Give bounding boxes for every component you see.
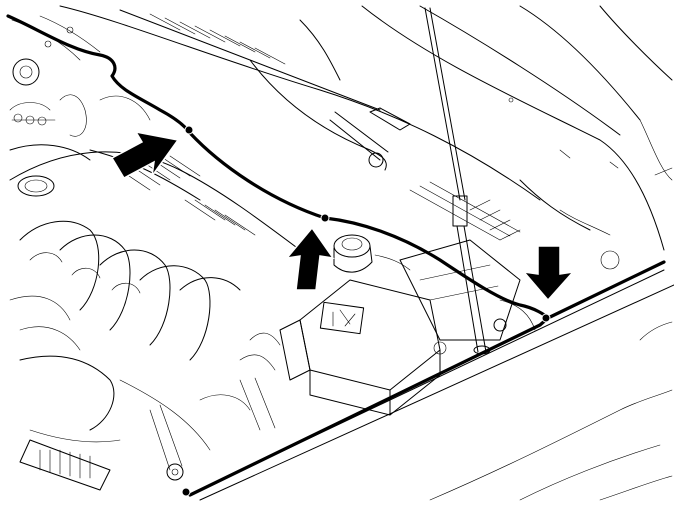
clip-1 (184, 125, 194, 135)
arrow-1 (110, 130, 180, 179)
clip-markers (181, 125, 551, 497)
clip-3 (541, 313, 551, 323)
arrow-3 (522, 245, 575, 302)
cowl-panel (59, 5, 620, 270)
engine-block (9, 15, 301, 491)
clip-4 (181, 487, 191, 497)
clip-2 (320, 213, 330, 223)
hood-panel (361, 5, 673, 251)
fuse-box (239, 279, 441, 431)
coolant-reservoir (333, 234, 411, 273)
hood-strut (424, 7, 491, 355)
arrow-markers (110, 130, 575, 302)
arrow-2 (285, 226, 335, 291)
